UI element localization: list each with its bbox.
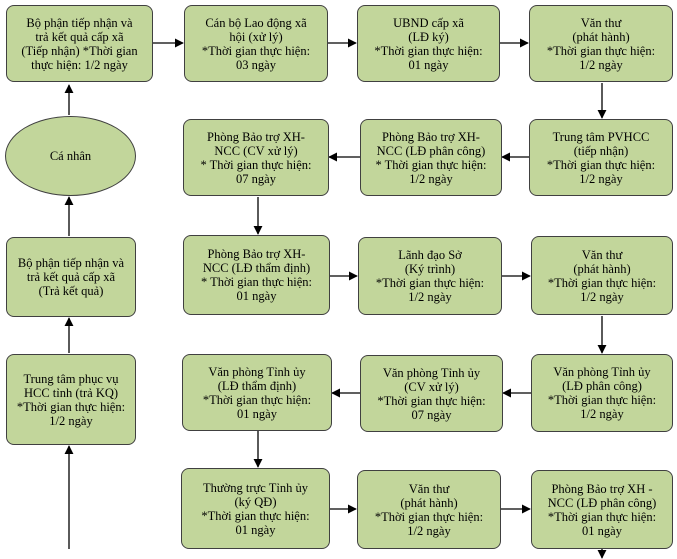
node-line: (Ký trình) bbox=[404, 262, 456, 276]
node-line: Bộ phận tiếp nhận và bbox=[26, 15, 133, 30]
node-line: 1/2 ngày bbox=[579, 57, 623, 72]
node-line: 01 ngày bbox=[236, 289, 277, 303]
node-ca-nhan: Cá nhân bbox=[5, 116, 136, 196]
node-line: Văn thư bbox=[580, 15, 622, 30]
node-bao-tro-ld-phan-cong-2: Phòng Bảo trợ XH -NCC (LĐ phân công)*Thờ… bbox=[531, 470, 673, 549]
node-line: *Thời gian thực hiện: bbox=[374, 43, 483, 58]
node-line: (LĐ phân công) bbox=[562, 379, 642, 393]
node-line: Bộ phận tiếp nhận và bbox=[17, 256, 125, 270]
node-van-thu-1: Văn thư(phát hành)*Thời gian thực hiện:1… bbox=[529, 5, 673, 82]
node-line: UBND cấp xã bbox=[393, 15, 464, 30]
node-van-thu-2: Văn thư(phát hành)*Thời gian thực hiện:1… bbox=[531, 236, 673, 315]
node-line: 01 ngày bbox=[582, 523, 622, 538]
node-line: Phòng Bảo trợ XH - bbox=[551, 481, 653, 496]
node-thuong-truc-tinh-uy: Thường trực Tỉnh ủy(ký QĐ)*Thời gian thự… bbox=[181, 468, 330, 549]
node-line: thực hiện: 1/2 ngày bbox=[31, 57, 128, 72]
node-line: (Trả kết quả) bbox=[38, 284, 104, 298]
node-line: * Thời gian thực hiện: bbox=[200, 157, 312, 172]
node-vp-tinh-uy-cv-xu-ly: Văn phòng Tỉnh ủy(CV xử lý)*Thời gian th… bbox=[360, 355, 503, 432]
node-line: * Thời gian thực hiện: bbox=[200, 275, 313, 289]
node-line: (CV xử lý) bbox=[404, 379, 459, 394]
node-line: NCC (LĐ thẩm định) bbox=[202, 261, 311, 275]
node-line: 07 ngày bbox=[236, 171, 276, 186]
node-vp-tinh-uy-ld-phan-cong: Văn phòng Tỉnh ủy(LĐ phân công)*Thời gia… bbox=[531, 354, 673, 432]
node-line: 1/2 ngày bbox=[579, 171, 623, 186]
node-line: Văn thư bbox=[581, 247, 623, 262]
node-line: 01 ngày bbox=[235, 522, 276, 537]
node-line: Lãnh đạo Sở bbox=[398, 248, 462, 262]
node-line: Trung tâm phục vụ bbox=[23, 371, 119, 386]
node-line: (LĐ ký) bbox=[408, 29, 449, 44]
ca-nhan-label: Cá nhân bbox=[49, 148, 92, 163]
node-line: (phát hành) bbox=[572, 29, 630, 44]
node-line: Văn thư bbox=[408, 481, 450, 496]
node-line: *Thời gian thực hiện: bbox=[547, 509, 657, 524]
node-line: HCC tỉnh (trả KQ) bbox=[23, 385, 119, 400]
node-line: (phát hành) bbox=[573, 261, 631, 276]
node-bao-tro-ld-tham-dinh: Phòng Bảo trợ XH-NCC (LĐ thẩm định)* Thờ… bbox=[183, 235, 330, 315]
node-line: *Thời gian thực hiện: bbox=[546, 157, 656, 172]
node-lanh-dao-so: Lãnh đạo Sở(Ký trình)*Thời gian thực hiệ… bbox=[358, 237, 502, 315]
node-line: * Thời gian thực hiện: bbox=[375, 157, 487, 172]
node-line: 01 ngày bbox=[408, 57, 449, 72]
node-line: *Thời gian thực hiện: bbox=[547, 275, 657, 290]
node-line: (phát hành) bbox=[400, 495, 458, 510]
node-line: Văn phòng Tỉnh ủy bbox=[208, 364, 306, 379]
node-line: *Thời gian thực hiện: bbox=[201, 43, 311, 58]
node-line: Trung tâm PVHCC bbox=[552, 129, 650, 144]
node-line: 1/2 ngày bbox=[580, 289, 624, 304]
node-line: Thường trực Tỉnh ủy bbox=[203, 480, 308, 495]
node-van-thu-3: Văn thư(phát hành)*Thời gian thực hiện:1… bbox=[357, 470, 501, 549]
node-line: Phòng Bảo trợ XH- bbox=[207, 247, 306, 261]
node-line: (tiếp nhận) bbox=[573, 143, 629, 158]
node-line: 03 ngày bbox=[236, 57, 276, 72]
node-line: Văn phòng Tỉnh ủy bbox=[553, 365, 651, 379]
node-line: *Thời gian thực hiện: bbox=[374, 509, 484, 524]
node-line: NCC (LĐ phân công) bbox=[376, 143, 486, 158]
node-line: trả kết quả cấp xã bbox=[26, 270, 116, 284]
node-line: NCC (CV xử lý) bbox=[214, 143, 298, 158]
node-line: 1/2 ngày bbox=[407, 523, 451, 538]
node-line: *Thời gian thực hiện: bbox=[546, 43, 656, 58]
node-line: 1/2 ngày bbox=[49, 413, 93, 428]
node-line: (Tiếp nhận) *Thời gian bbox=[21, 43, 138, 58]
node-line: 01 ngày bbox=[237, 406, 277, 421]
node-line: *Thời gian thực hiện: bbox=[375, 276, 485, 290]
node-line: *Thời gian thực hiện: bbox=[16, 399, 126, 414]
node-line: NCC (LĐ phân công) bbox=[547, 495, 657, 510]
node-trung-tam-pvhcc: Trung tâm PVHCC(tiếp nhận)*Thời gian thự… bbox=[529, 119, 673, 196]
node-line: Phòng Bảo trợ XH- bbox=[207, 129, 305, 144]
node-line: 1/2 ngày bbox=[409, 171, 453, 186]
node-line: Cán bộ Lao động xã bbox=[205, 15, 307, 30]
node-line: 1/2 ngày bbox=[408, 290, 452, 304]
node-line: 1/2 ngày bbox=[580, 407, 624, 421]
node-line: (LĐ thẩm định) bbox=[217, 378, 297, 393]
node-line: 07 ngày bbox=[411, 407, 452, 422]
node-line: hội (xử lý) bbox=[229, 29, 283, 44]
node-line: *Thời gian thực hiện: bbox=[377, 393, 486, 408]
node-ubnd-cap-xa: UBND cấp xã(LĐ ký)*Thời gian thực hiện:0… bbox=[357, 5, 500, 82]
node-line: (ký QĐ) bbox=[234, 494, 277, 509]
node-line: trả kết quả cấp xã bbox=[35, 29, 124, 44]
node-line: *Thời gian thực hiện: bbox=[547, 393, 657, 407]
node-bao-tro-ld-phan-cong: Phòng Bảo trợ XH-NCC (LĐ phân công)* Thờ… bbox=[360, 119, 502, 196]
node-line: Phòng Bảo trợ XH- bbox=[382, 129, 480, 144]
node-bao-tro-cv-xu-ly: Phòng Bảo trợ XH-NCC (CV xử lý)* Thời gi… bbox=[183, 119, 329, 196]
node-vp-tinh-uy-ld-tham-dinh: Văn phòng Tỉnh ủy(LĐ thẩm định)*Thời gia… bbox=[182, 354, 332, 431]
node-line: Văn phòng Tỉnh ủy bbox=[382, 365, 481, 380]
node-line: *Thời gian thực hiện: bbox=[202, 392, 312, 407]
node-line: *Thời gian thực hiện: bbox=[201, 508, 310, 523]
